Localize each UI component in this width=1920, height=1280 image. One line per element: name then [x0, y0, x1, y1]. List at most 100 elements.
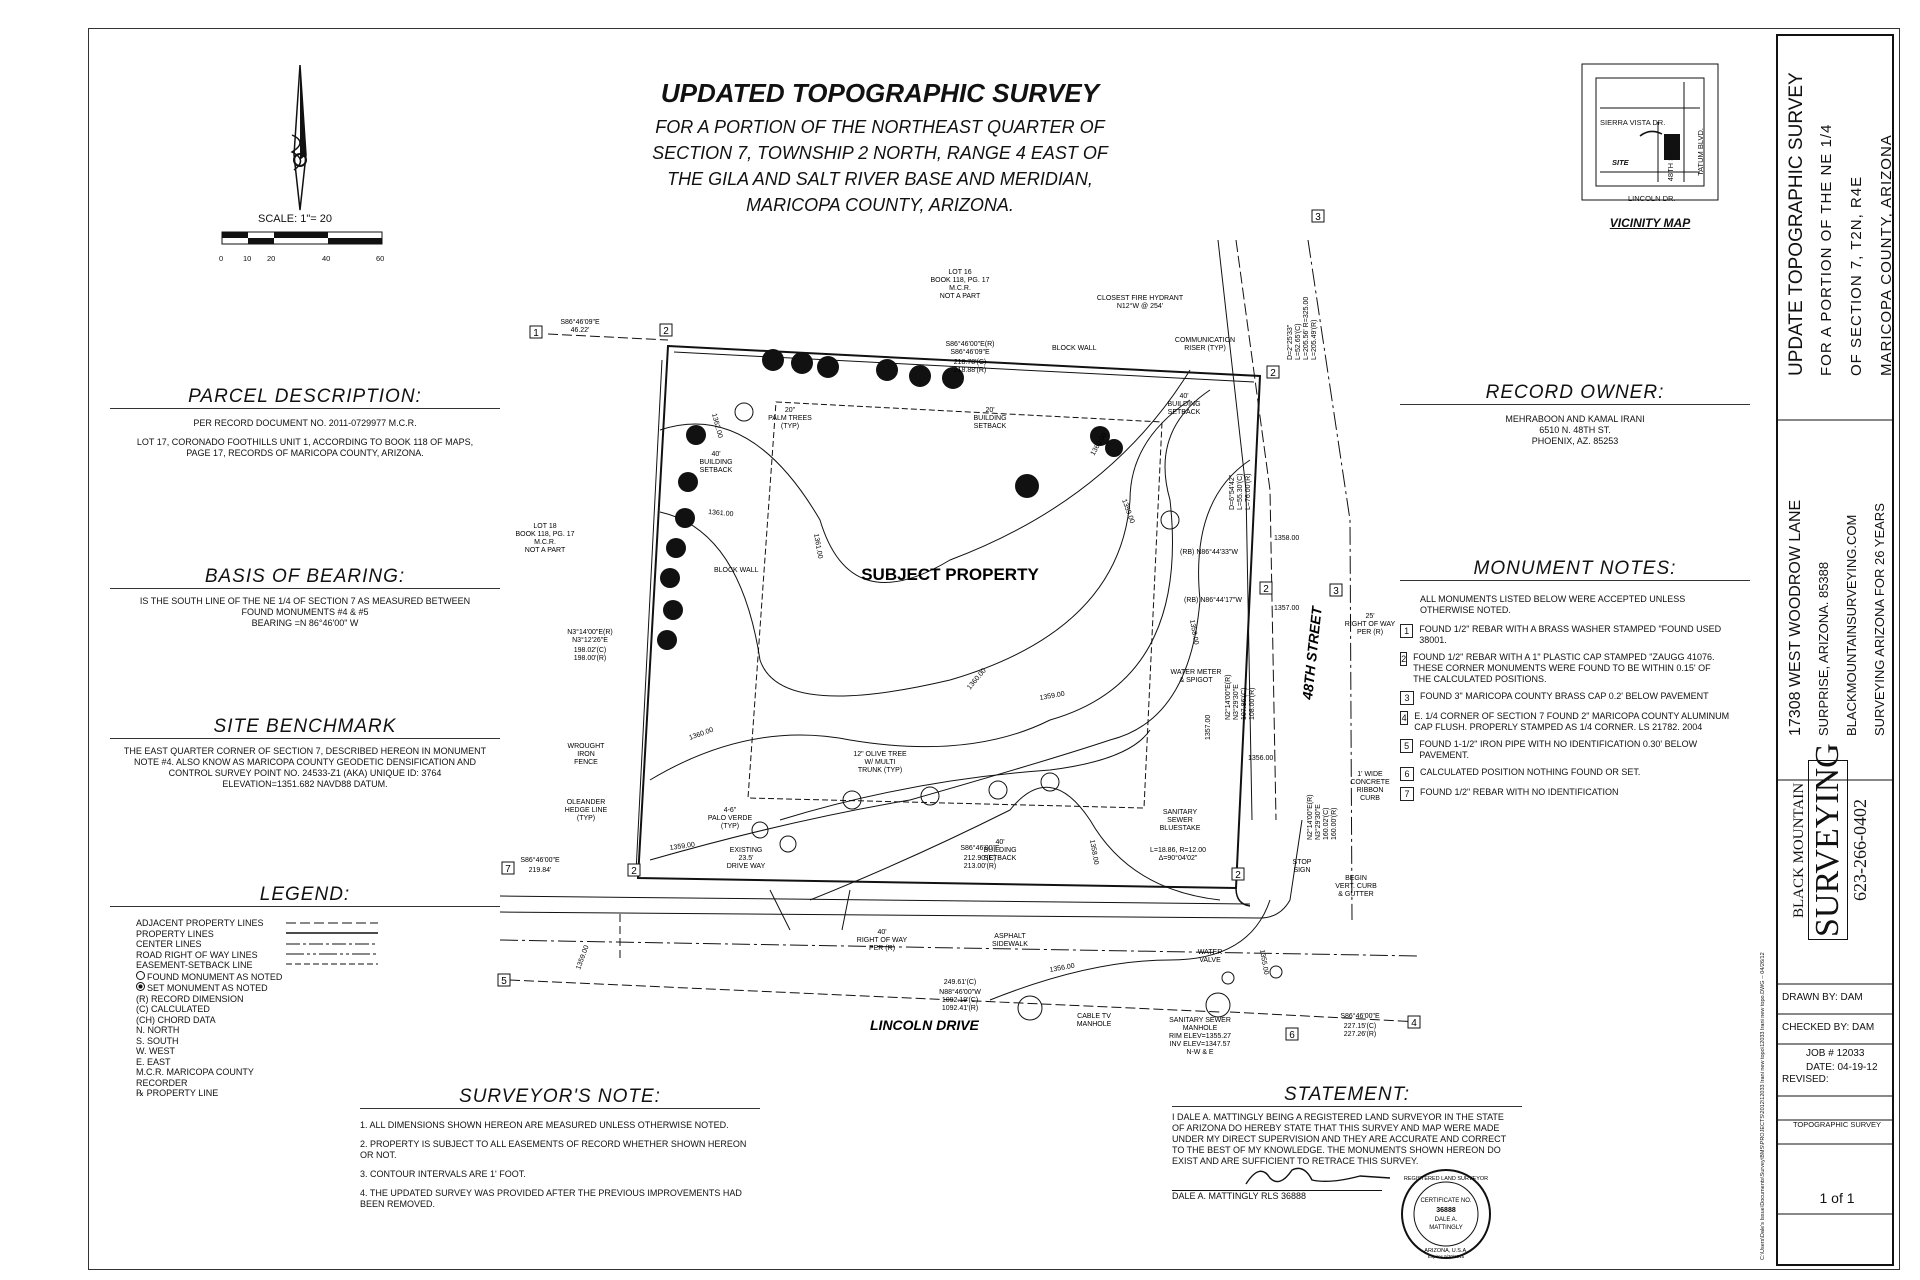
svg-text:L=52.65'(C): L=52.65'(C): [1295, 323, 1302, 360]
svg-text:1360.00: 1360.00: [688, 727, 714, 742]
svg-text:SANITARY SEWER: SANITARY SEWER: [1169, 1017, 1231, 1024]
svg-text:RIBBON: RIBBON: [1357, 787, 1384, 794]
svg-text:23.5': 23.5': [739, 855, 754, 862]
svg-text:SETBACK: SETBACK: [700, 467, 733, 474]
svg-text:L=205.56' R=325.00: L=205.56' R=325.00: [1303, 297, 1310, 360]
legend-line-samples: [286, 922, 378, 965]
sewer-manhole-icon: [1205, 992, 1231, 1018]
svg-text:SIDEWALK: SIDEWALK: [992, 941, 1028, 948]
basis-of-bearing-heading: BASIS OF BEARING:: [110, 566, 500, 589]
svg-text:M.C.R.: M.C.R.: [949, 285, 971, 292]
subject-property-label: SUBJECT PROPERTY: [861, 565, 1039, 584]
found-monument-icon: [136, 970, 145, 980]
svg-text:3: 3: [1333, 586, 1339, 597]
svg-text:2: 2: [631, 866, 637, 877]
scale-bar: [221, 231, 383, 245]
svg-text:BUILDING: BUILDING: [973, 415, 1006, 422]
svg-text:S86°46'00"E: S86°46'00"E: [1340, 1012, 1380, 1020]
drawing-sheet: [88, 28, 1900, 1270]
tb-sheet-number: 1 of 1: [1819, 1190, 1855, 1206]
svg-text:1: 1: [533, 328, 539, 339]
svg-text:(RB) N86°44'17"W: (RB) N86°44'17"W: [1184, 596, 1242, 604]
svg-text:218.78'(C): 218.78'(C): [954, 359, 986, 366]
svg-text:W/ MULTI: W/ MULTI: [865, 759, 896, 766]
svg-text:N3°29'30"E: N3°29'30"E: [1232, 684, 1240, 720]
vicinity-label-lincoln: LINCOLN DR.: [1628, 194, 1676, 203]
tb-file-path: C:\Users\Dale's Issue\Documents\Survey\B…: [1760, 952, 1766, 1260]
svg-text:RIGHT OF WAY: RIGHT OF WAY: [857, 937, 908, 944]
signature-icon: [1245, 1167, 1391, 1185]
drawing-subtitle: FOR A PORTION OF THE NORTHEAST QUARTER O…: [652, 117, 1108, 215]
svg-text:Δ=90°04'02": Δ=90°04'02": [1159, 854, 1198, 862]
svg-text:L=55.30'(C): L=55.30'(C): [1237, 473, 1244, 510]
svg-text:SIGN: SIGN: [1293, 867, 1310, 874]
svg-text:249.61'(C): 249.61'(C): [944, 979, 976, 986]
svg-text:& SPIGOT: & SPIGOT: [1179, 677, 1213, 684]
svg-text:108.00'(R): 108.00'(R): [1249, 688, 1256, 720]
svg-text:SANITARY: SANITARY: [1163, 809, 1198, 816]
svg-text:MANHOLE: MANHOLE: [1077, 1021, 1112, 1028]
svg-text:1092.19'(C): 1092.19'(C): [942, 997, 978, 1004]
svg-text:N3°29'30"E: N3°29'30"E: [1314, 804, 1322, 840]
svg-text:WATER: WATER: [1198, 949, 1223, 956]
svg-text:BLUESTAKE: BLUESTAKE: [1160, 825, 1201, 832]
scale-tick-60: 60: [376, 254, 385, 263]
surveyors-note-heading: SURVEYOR'S NOTE:: [360, 1086, 760, 1109]
svg-text:BOOK 118, PG. 17: BOOK 118, PG. 17: [930, 277, 989, 284]
palm-tree-icon: [762, 349, 964, 389]
svg-text:BLOCK WALL: BLOCK WALL: [714, 567, 759, 574]
parcel-description-text: PER RECORD DOCUMENT NO. 2011-0729977 M.C…: [136, 418, 474, 458]
svg-text:BLOCK WALL: BLOCK WALL: [1052, 345, 1097, 352]
setback-line: [747, 401, 1163, 809]
svg-text:FENCE: FENCE: [574, 759, 598, 766]
tb-company-logo: BLACK MOUNTAIN SURVEYING 623-266-0402: [1790, 743, 1872, 940]
svg-text:N2°14'00"E(R): N2°14'00"E(R): [1306, 794, 1314, 840]
utility-symbols: [1017, 965, 1283, 1021]
svg-text:227.15'(C): 227.15'(C): [1344, 1023, 1376, 1030]
svg-text:N3°14'00"E(R): N3°14'00"E(R): [567, 628, 613, 636]
svg-text:D=6°54'42": D=6°54'42": [1228, 474, 1236, 510]
vicinity-label-48th: 48TH ST.: [1666, 150, 1675, 182]
scale-tick-20: 20: [267, 254, 276, 263]
svg-text:TRUNK (TYP): TRUNK (TYP): [858, 767, 902, 774]
svg-text:LOT 16: LOT 16: [948, 269, 971, 276]
record-owner-heading: RECORD OWNER:: [1400, 382, 1750, 405]
svg-text:227.26'(R): 227.26'(R): [1344, 1031, 1376, 1038]
svg-text:3: 3: [1315, 212, 1321, 223]
svg-text:2: 2: [1235, 870, 1241, 881]
basis-of-bearing-text: IS THE SOUTH LINE OF THE NE 1/4 OF SECTI…: [139, 596, 471, 628]
svg-text:CABLE TV: CABLE TV: [1077, 1013, 1111, 1020]
svg-text:OLEANDER: OLEANDER: [567, 799, 606, 806]
svg-text:SETBACK: SETBACK: [1168, 409, 1201, 416]
svg-text:1358.00: 1358.00: [1088, 839, 1099, 865]
tb-sheet-title: TOPOGRAPHIC SURVEY: [1792, 1120, 1882, 1129]
svg-text:MANHOLE: MANHOLE: [1183, 1025, 1218, 1032]
svg-text:218.88'(R): 218.88'(R): [954, 367, 986, 374]
street-48th-label: 48TH STREET: [1299, 604, 1325, 701]
tb-drawn-by: DRAWN BY: DAM: [1782, 992, 1863, 1003]
vicinity-label-tatum: TATUM BLVD.: [1696, 128, 1705, 176]
svg-text:L=18.86, R=12.00: L=18.86, R=12.00: [1150, 847, 1206, 854]
tb-project-subtitle: FOR A PORTION OF THE NE 1/4 OF SECTION 7…: [1818, 123, 1895, 376]
svg-text:& GUTTER: & GUTTER: [1338, 891, 1373, 898]
svg-text:1092.41'(R): 1092.41'(R): [942, 1005, 978, 1012]
svg-text:Expires 9/30/2015: Expires 9/30/2015: [1428, 1254, 1465, 1259]
monument-notes-heading: MONUMENT NOTES:: [1400, 558, 1750, 581]
svg-text:M.C.R.: M.C.R.: [534, 539, 556, 546]
svg-text:LOT 18: LOT 18: [533, 523, 556, 530]
svg-text:STOP: STOP: [1293, 859, 1312, 866]
statement-heading: STATEMENT:: [1172, 1084, 1522, 1107]
svg-text:PALO VERDE: PALO VERDE: [708, 815, 753, 822]
svg-text:HEDGE LINE: HEDGE LINE: [565, 807, 608, 814]
drawing-title: UPDATED TOPOGRAPHIC SURVEY: [660, 78, 1100, 108]
svg-text:1359.00: 1359.00: [1120, 498, 1135, 524]
svg-text:N88°46'00"W: N88°46'00"W: [939, 988, 981, 996]
water-valve-icon: [1269, 965, 1283, 979]
scale-tick-0: 0: [219, 254, 224, 263]
svg-text:CONCRETE: CONCRETE: [1350, 779, 1390, 786]
svg-text:213.00'(R): 213.00'(R): [964, 863, 996, 870]
statement-text: I DALE A. MATTINGLY BEING A REGISTERED L…: [1172, 1112, 1506, 1166]
svg-text:BEGIN: BEGIN: [1345, 875, 1367, 882]
svg-text:36888: 36888: [1436, 1207, 1456, 1214]
tb-checked-by: CHECKED BY: DAM: [1782, 1022, 1875, 1033]
